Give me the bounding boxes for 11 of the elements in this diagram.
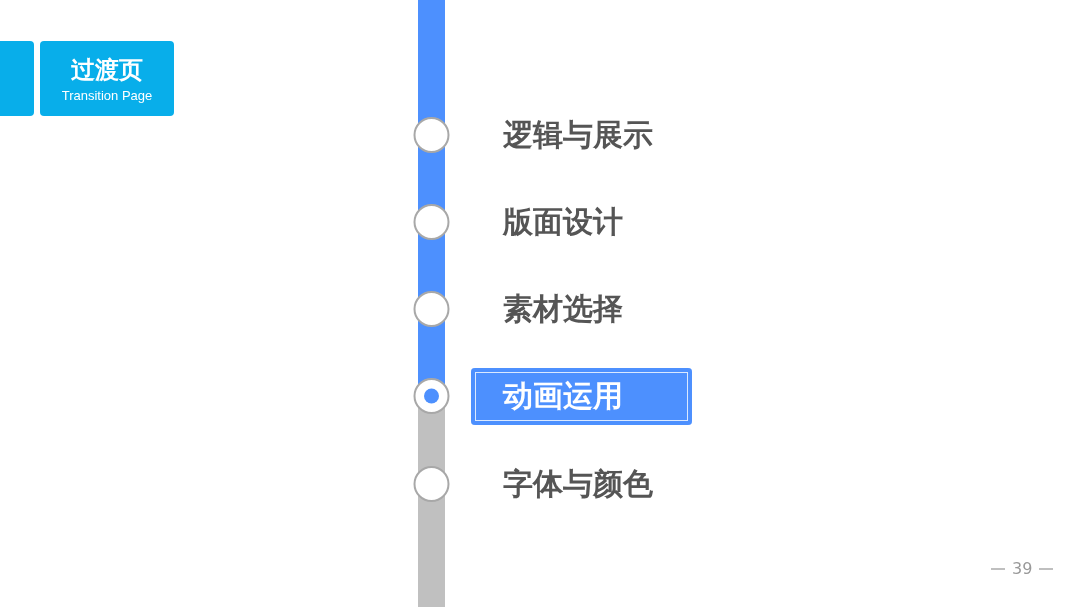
menu-item-text: 字体与颜色: [503, 465, 653, 503]
menu-item-text: 版面设计: [503, 203, 623, 241]
title-text: 过渡页: [71, 54, 143, 86]
menu-item-text: 动画运用: [503, 377, 623, 415]
tab-block: [0, 41, 34, 116]
title-badge: [40, 41, 174, 116]
subtitle-text: Transition Page: [61, 87, 153, 104]
highlight-box: [471, 368, 692, 425]
page-number: 39: [1012, 559, 1033, 579]
menu-item-text: 逻辑与展示: [503, 116, 653, 154]
menu-item-text: 素材选择: [503, 290, 623, 328]
